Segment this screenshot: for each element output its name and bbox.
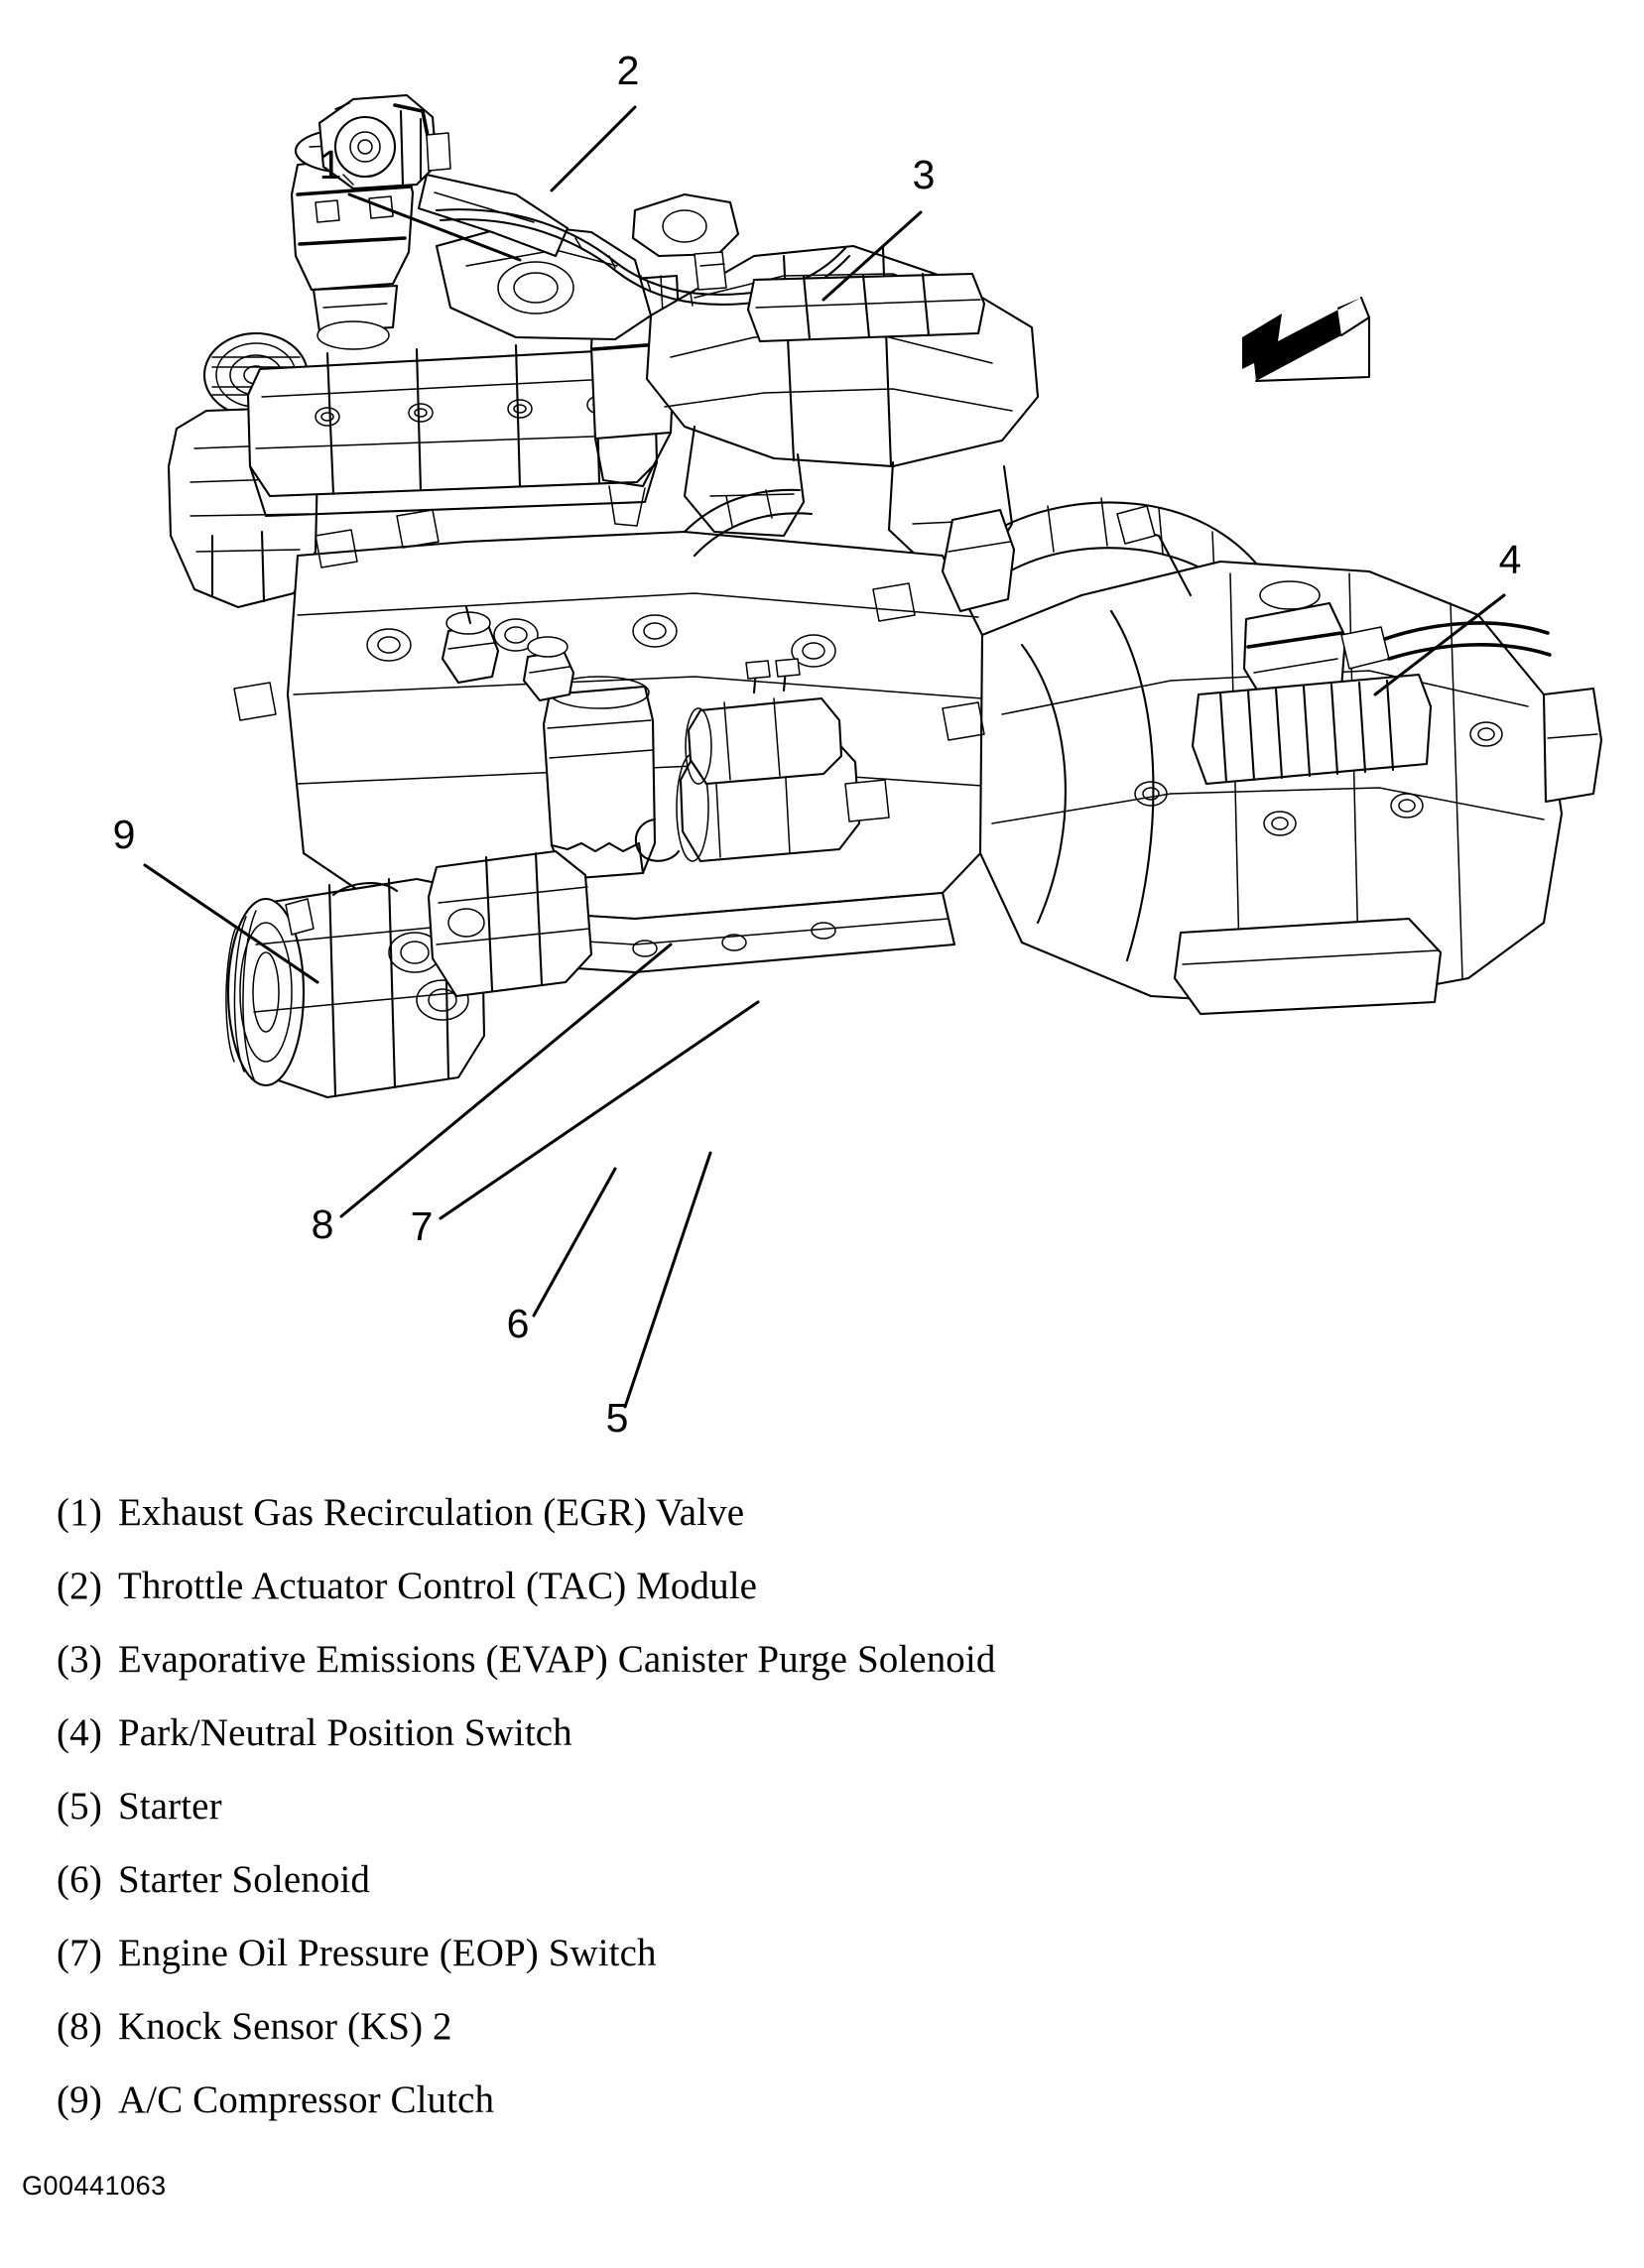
- legend-index-2: (2): [57, 1565, 103, 1607]
- ignition-coil-rail: [746, 272, 986, 343]
- component-legend-list: (1) Exhaust Gas Recirculation (EGR) Valv…: [0, 1493, 1644, 2154]
- callout-number-5: 5: [606, 1395, 629, 1441]
- park-neutral-position-switch: [1242, 580, 1552, 706]
- legend-item-2: (2) Throttle Actuator Control (TAC) Modu…: [0, 1567, 1644, 1640]
- legend-index-4: (4): [57, 1711, 103, 1754]
- legend-label-7: Engine Oil Pressure (EOP) Switch: [118, 1932, 657, 1974]
- callout-number-1: 1: [319, 142, 342, 188]
- legend-index-6: (6): [57, 1858, 103, 1901]
- starter-motor: [634, 658, 890, 863]
- knock-sensor-2: [441, 605, 500, 685]
- legend-item-9: (9) A/C Compressor Clutch: [0, 2080, 1644, 2154]
- callout-number-6: 6: [507, 1301, 530, 1346]
- transaxle-cooler-fins: [1191, 673, 1433, 786]
- legend-label-8: Knock Sensor (KS) 2: [118, 2005, 452, 2048]
- callout-leader-lines: [143, 105, 1506, 1409]
- front-of-vehicle-direction-arrow: [1242, 296, 1371, 383]
- callout-number-9: 9: [113, 812, 136, 857]
- callout-number-4: 4: [1499, 537, 1522, 582]
- legend-item-1: (1) Exhaust Gas Recirculation (EGR) Valv…: [0, 1493, 1644, 1567]
- brackets-and-fasteners: [233, 509, 985, 741]
- transaxle: [978, 505, 1603, 1016]
- legend-label-2: Throttle Actuator Control (TAC) Module: [118, 1565, 758, 1607]
- callout-number-7: 7: [411, 1203, 434, 1249]
- legend-item-8: (8) Knock Sensor (KS) 2: [0, 2007, 1644, 2080]
- alternator: [427, 849, 593, 998]
- valve-cover: [246, 341, 659, 518]
- legend-item-5: (5) Starter: [0, 1787, 1644, 1860]
- callout-number-8: 8: [312, 1201, 334, 1247]
- legend-label-4: Park/Neutral Position Switch: [118, 1711, 572, 1754]
- callout-number-3: 3: [913, 152, 936, 197]
- legend-index-7: (7): [57, 1932, 103, 1974]
- legend-item-7: (7) Engine Oil Pressure (EOP) Switch: [0, 1934, 1644, 2007]
- legend-item-3: (3) Evaporative Emissions (EVAP) Caniste…: [0, 1640, 1644, 1713]
- legend-index-9: (9): [57, 2079, 103, 2121]
- legend-label-3: Evaporative Emissions (EVAP) Canister Pu…: [118, 1638, 996, 1681]
- figure-id-code: G00441063: [22, 2171, 167, 2201]
- callout-number-2: 2: [617, 48, 640, 93]
- legend-label-9: A/C Compressor Clutch: [118, 2079, 495, 2121]
- legend-index-1: (1): [57, 1491, 103, 1534]
- legend-index-8: (8): [57, 2005, 103, 2048]
- callout-numbers: 1 2 3 4 5 6 7 8 9: [113, 48, 1522, 1441]
- legend-label-5: Starter: [118, 1785, 222, 1827]
- engine-assembly: [167, 93, 1603, 1099]
- evap-canister-purge-solenoid: [631, 192, 740, 291]
- legend-index-3: (3): [57, 1638, 103, 1681]
- eop-switch: [522, 636, 575, 702]
- legend-item-4: (4) Park/Neutral Position Switch: [0, 1713, 1644, 1787]
- exhaust-manifold: [683, 488, 814, 558]
- legend-item-6: (6) Starter Solenoid: [0, 1860, 1644, 1934]
- engine-line-art: 1 2 3 4 5 6 7 8 9: [112, 48, 1603, 1441]
- legend-index-5: (5): [57, 1785, 103, 1827]
- legend-label-6: Starter Solenoid: [118, 1858, 370, 1901]
- legend-label-1: Exhaust Gas Recirculation (EGR) Valve: [118, 1491, 745, 1534]
- engine-diagram-figure: 1 2 3 4 5 6 7 8 9: [112, 48, 1603, 1441]
- tac-module: [317, 93, 451, 190]
- ac-compressor: [225, 877, 486, 1099]
